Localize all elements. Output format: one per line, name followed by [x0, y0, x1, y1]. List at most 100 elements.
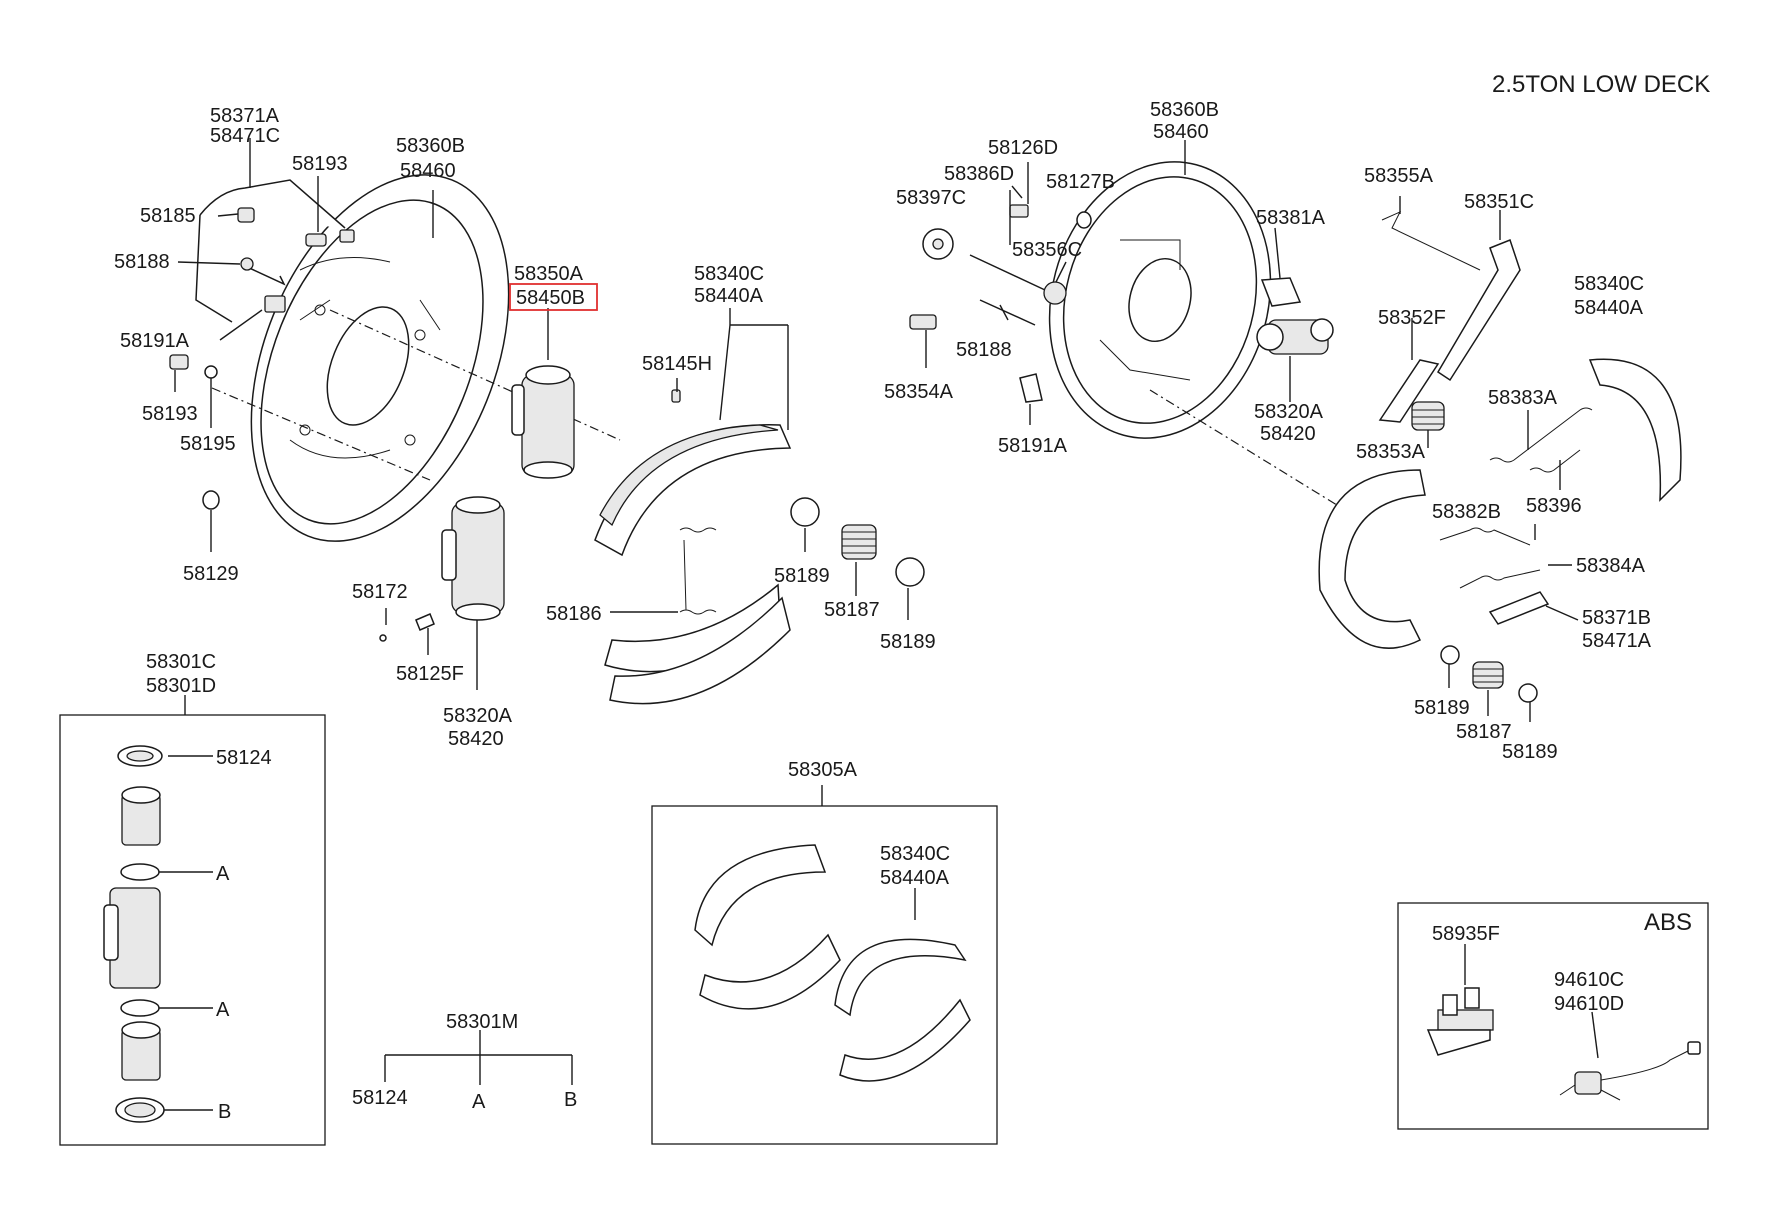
- o-ring-icon[interactable]: [1076, 211, 1092, 229]
- part-number-label: 58352F: [1378, 307, 1446, 329]
- part-number-label: 58187: [824, 599, 880, 621]
- spring-icon[interactable]: [1439, 527, 1531, 546]
- abs-box: [1397, 902, 1709, 1130]
- part-number-label: 58340C: [880, 843, 950, 865]
- diagram-title: 2.5TON LOW DECK: [1492, 71, 1710, 98]
- part-number-label: 58189: [774, 565, 830, 587]
- shoe-spring-icon[interactable]: [841, 524, 877, 560]
- cylinder-kit-parts[interactable]: [103, 745, 165, 1123]
- return-spring-icon[interactable]: [679, 527, 717, 615]
- washer-icon[interactable]: [204, 365, 218, 379]
- nut-icon[interactable]: [1043, 281, 1067, 305]
- part-number-label: 58355A: [1364, 165, 1434, 187]
- cap-icon[interactable]: [379, 634, 387, 642]
- part-number-label: 58420: [448, 728, 504, 750]
- part-number-label: 58396: [1526, 495, 1582, 517]
- bolt-icon[interactable]: [169, 354, 189, 370]
- clip-icon[interactable]: [1019, 373, 1043, 403]
- part-number-label: 58440A: [880, 867, 950, 889]
- flare-nut-icon[interactable]: [237, 207, 255, 223]
- wheel-cylinder-right[interactable]: [1256, 318, 1334, 355]
- callout-labels: 58371A 58471C 58193 58185 58188 58191A 5…: [114, 99, 1692, 1123]
- highlighted-part-label: 58450B: [516, 287, 585, 309]
- part-number-label: 58440A: [1574, 297, 1644, 319]
- part-number-label: 58440A: [694, 285, 764, 307]
- spring-icon[interactable]: [1459, 569, 1541, 589]
- part-number-label: 58191A: [120, 330, 190, 352]
- part-number-label: 58360B: [396, 135, 465, 157]
- part-number-label: 58189: [1502, 741, 1558, 763]
- part-number-label: 58185: [140, 205, 196, 227]
- part-number-label: 58172: [352, 581, 408, 603]
- wheel-cylinder-lower[interactable]: [441, 496, 505, 621]
- part-number-label: B: [218, 1101, 231, 1123]
- cup-washer-icon[interactable]: [1518, 683, 1538, 703]
- backing-plate-left[interactable]: [201, 137, 558, 579]
- part-number-label: 58187: [1456, 721, 1512, 743]
- bolt-icon[interactable]: [1009, 204, 1029, 218]
- part-number-label: 58186: [546, 603, 602, 625]
- bolt-icon[interactable]: [969, 254, 1046, 291]
- shoe-kit-box: [651, 805, 998, 1145]
- spring-icon[interactable]: [1489, 407, 1593, 463]
- part-number-label: 58935F: [1432, 923, 1500, 945]
- brake-pipe-lower[interactable]: [195, 214, 233, 323]
- cylinder-kit-box: [59, 714, 326, 1146]
- clip-icon[interactable]: [264, 295, 286, 313]
- adjuster-icon[interactable]: [909, 314, 937, 330]
- part-number-label: A: [216, 999, 230, 1021]
- part-number-label: 58126D: [988, 137, 1058, 159]
- pin-icon[interactable]: [671, 389, 681, 403]
- part-number-label: 58353A: [1356, 441, 1426, 463]
- part-number-label: 94610D: [1554, 993, 1624, 1015]
- part-number-label: 58340C: [694, 263, 764, 285]
- spring-icon[interactable]: [1529, 449, 1581, 473]
- part-number-label: 58354A: [884, 381, 954, 403]
- strut-icon[interactable]: [1378, 359, 1440, 423]
- part-number-label: 58301D: [146, 675, 216, 697]
- cup-washer-icon[interactable]: [790, 497, 820, 527]
- adjuster-icon[interactable]: [1488, 591, 1550, 625]
- brake-pipe[interactable]: [199, 179, 346, 229]
- abs-bracket-icon[interactable]: [1426, 987, 1494, 1056]
- bracket-icon[interactable]: [1260, 277, 1302, 307]
- cup-washer-icon[interactable]: [1440, 645, 1460, 665]
- lever-rod-icon[interactable]: [1381, 210, 1481, 271]
- flare-nut-icon[interactable]: [339, 229, 355, 243]
- backing-plate-right[interactable]: [1019, 137, 1300, 463]
- abs-label: ABS: [1644, 909, 1692, 936]
- highlight-box: [509, 283, 598, 311]
- abs-sensor-icon[interactable]: [1559, 1041, 1701, 1101]
- part-number-label: 58371A: [210, 105, 280, 127]
- part-number-label: 58340C: [1574, 273, 1644, 295]
- o-ring-icon[interactable]: [202, 490, 220, 510]
- wheel-cylinder-upper[interactable]: [511, 365, 575, 479]
- cup-washer-icon[interactable]: [895, 557, 925, 587]
- part-number-label: 58384A: [1576, 555, 1646, 577]
- part-number-label: 58350A: [514, 263, 584, 285]
- part-number-label: A: [216, 863, 230, 885]
- part-number-label: 58305A: [788, 759, 858, 781]
- shoe-kit-parts[interactable]: [694, 844, 971, 1082]
- parking-lever-icon[interactable]: [1436, 239, 1521, 382]
- part-number-label: 58125F: [396, 663, 464, 685]
- bolt-icon[interactable]: [244, 265, 286, 286]
- part-number-label: 58320A: [1254, 401, 1324, 423]
- spring-icon[interactable]: [1411, 401, 1445, 431]
- part-number-label: 58356C: [1012, 239, 1082, 261]
- brake-shoe-right-upper[interactable]: [1588, 358, 1682, 502]
- bolt-icon[interactable]: [979, 299, 1036, 326]
- part-number-label: 58460: [400, 160, 456, 182]
- part-number-label: 58351C: [1464, 191, 1534, 213]
- part-number-label: 58129: [183, 563, 239, 585]
- bleeder-icon[interactable]: [305, 233, 327, 247]
- part-number-label: B: [564, 1089, 577, 1111]
- part-number-label: 58193: [292, 153, 348, 175]
- brake-shoe-right-lower[interactable]: [1318, 469, 1426, 649]
- part-number-label: 58124: [352, 1087, 408, 1109]
- part-number-label: 58189: [1414, 697, 1470, 719]
- shoe-spring-icon[interactable]: [1472, 661, 1504, 689]
- part-number-label: 58371B: [1582, 607, 1651, 629]
- bleeder-screw-icon[interactable]: [415, 613, 435, 631]
- part-number-label: 58124: [216, 747, 272, 769]
